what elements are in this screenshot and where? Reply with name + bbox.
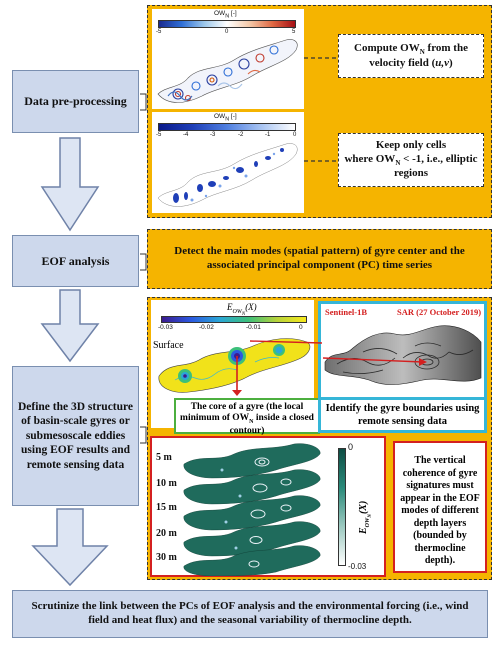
- sar-lake-icon: [323, 325, 482, 385]
- step-data-preprocessing: Data pre-processing: [12, 70, 139, 133]
- colorbar-diverging: [158, 20, 296, 28]
- sar-date-label: SAR (27 October 2019): [397, 307, 482, 317]
- note-vertical-coherence: The vertical coherence of gyre signature…: [393, 441, 487, 573]
- step-label: Data pre-processing: [24, 94, 127, 108]
- connector: [140, 93, 147, 111]
- depth-label: 15 m: [156, 502, 177, 513]
- connector: [140, 426, 147, 444]
- tick-label: -0.03: [158, 324, 173, 331]
- dashed-connector: [304, 57, 338, 59]
- lake-map-icon: [157, 39, 298, 103]
- colorbar-title: OWN [-]: [214, 10, 237, 20]
- colorbar-blue: [158, 123, 296, 131]
- tick-label: 0: [293, 132, 297, 138]
- tick-label: -0.03: [348, 562, 367, 571]
- tick-label: -5: [156, 29, 162, 35]
- connector: [140, 253, 147, 271]
- tick-label: -3: [210, 132, 216, 138]
- arrow-down-icon: [31, 508, 109, 587]
- tick-label: -4: [183, 132, 189, 138]
- depth-label: 10 m: [156, 478, 177, 489]
- dashed-connector: [304, 160, 338, 162]
- tick-label: 5: [292, 29, 296, 35]
- colorbar-parula: [161, 316, 307, 323]
- tick-label: -1: [265, 132, 271, 138]
- depth-layers-panel: 5 m 10 m 15 m 20 m 30 m 0 -0.03 EOWN(X): [150, 436, 386, 577]
- depth-label: 20 m: [156, 528, 177, 539]
- tick-label: 0: [299, 324, 303, 331]
- depth-label: 5 m: [156, 452, 172, 463]
- colorbar-title: EOWN(X): [227, 302, 257, 317]
- note-keep-cells: Keep only cells where OWN < -1, i.e., el…: [338, 133, 484, 187]
- tick-label: -2: [238, 132, 244, 138]
- tick-label: 0: [348, 442, 354, 452]
- sentinel-label: Sentinel-1B: [325, 307, 368, 317]
- colorbar-title: EOWN(X): [358, 500, 374, 534]
- note-compute-ow: Compute OWN from the velocity field (u,v…: [338, 34, 484, 78]
- ow-map-full: OWN [-] -5 0 5: [152, 9, 304, 109]
- tick-label: 0: [225, 29, 229, 35]
- step-label: Define the 3D structure of basin-scale g…: [17, 401, 134, 471]
- step-label: EOF analysis: [41, 253, 110, 268]
- step-define-3d-structure: Define the 3D structure of basin-scale g…: [12, 366, 139, 506]
- depth-layers-icon: [183, 443, 321, 576]
- lake-map-icon: [158, 338, 311, 396]
- lake-map-icon: [157, 143, 298, 207]
- step-scrutinize: Scrutinize the link between the PCs of E…: [12, 590, 488, 638]
- arrow-down-icon: [40, 289, 100, 363]
- note-eof-detect: Detect the main modes (spatial pattern) …: [147, 229, 492, 289]
- note-gyre-core: The core of a gyre (the local minimum of…: [174, 398, 320, 436]
- tick-label: -0.01: [246, 324, 261, 331]
- depth-label: 30 m: [156, 552, 177, 563]
- surface-label: Surface: [153, 340, 184, 351]
- colorbar-teal: [338, 448, 346, 566]
- step-label: Scrutinize the link between the PCs of E…: [31, 600, 469, 626]
- red-connector: [250, 340, 322, 344]
- ow-map-elliptic: OWN [-] -5 -4 -3 -2 -1 0: [152, 112, 304, 213]
- note-identify-boundaries: Identify the gyre boundaries using remot…: [318, 397, 487, 433]
- tick-label: -0.02: [199, 324, 214, 331]
- step-eof-analysis: EOF analysis: [12, 235, 139, 287]
- colorbar-title: OWN [-]: [214, 113, 237, 123]
- tick-label: -5: [156, 132, 162, 138]
- arrow-down-icon: [40, 137, 100, 232]
